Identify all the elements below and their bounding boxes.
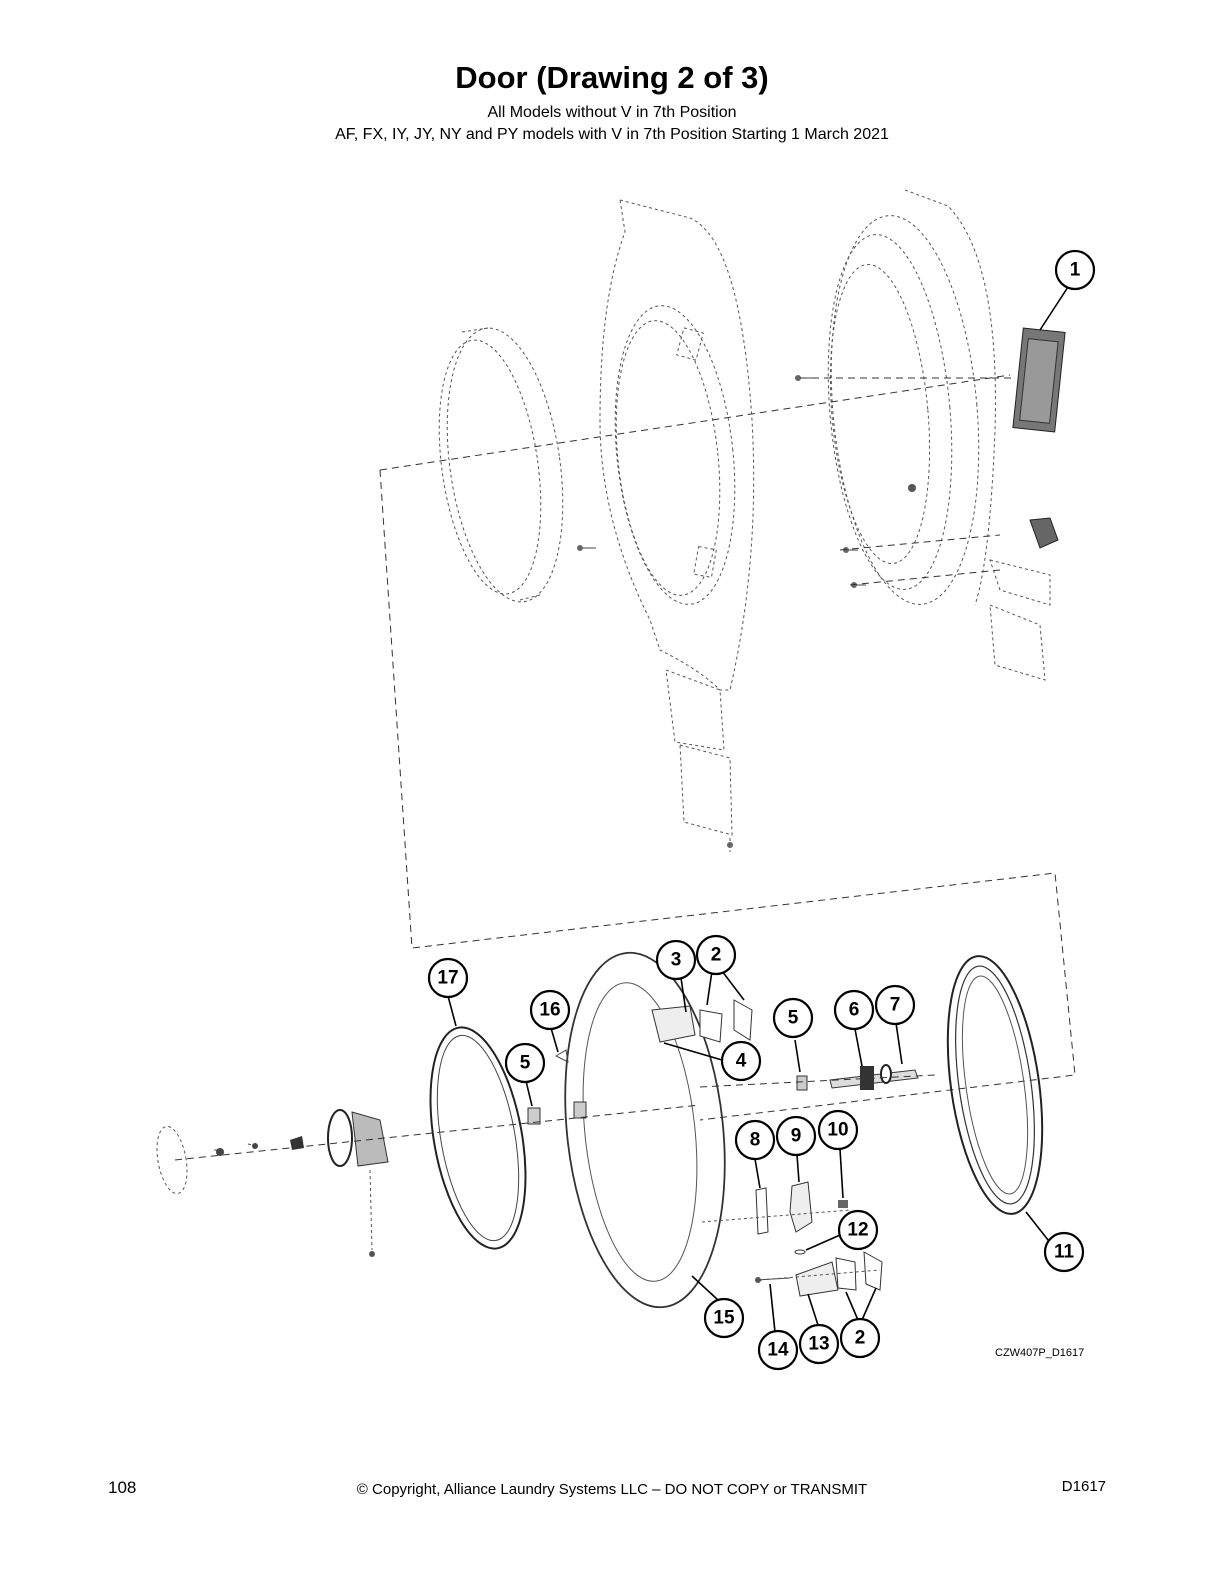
- rear-panel-part: [827, 189, 1051, 681]
- copyright-notice: © Copyright, Alliance Laundry Systems LL…: [356, 1481, 868, 1498]
- subtitle-v-models: AF, FX, IY, JY, NY and PY models with V …: [335, 126, 889, 143]
- document-code: D1617: [1061, 1478, 1106, 1495]
- control-board-part: [1012, 327, 1066, 549]
- callout-15: 15: [703, 1297, 745, 1339]
- leader-lines: [447, 286, 1069, 1333]
- page-number: 108: [108, 1478, 137, 1497]
- callout-11: 11: [1043, 1231, 1085, 1273]
- door-ring-part: [564, 951, 726, 1309]
- callout-3: 3: [655, 939, 697, 981]
- svg-text:11: 11: [1054, 1242, 1075, 1263]
- bushing-parts: [527, 1049, 808, 1125]
- front-panel-part: [599, 199, 755, 852]
- svg-text:4: 4: [736, 1051, 747, 1072]
- callout-9: 9: [775, 1115, 817, 1157]
- outer-seal-ring-part: [946, 955, 1044, 1215]
- svg-text:9: 9: [791, 1126, 802, 1147]
- assembly-frame-line: [379, 374, 1076, 1121]
- svg-text:17: 17: [437, 968, 458, 989]
- callout-16: 16: [529, 989, 571, 1031]
- hinge-pin-part: [829, 1064, 919, 1090]
- callout-13: 13: [798, 1323, 840, 1365]
- callout-5-left: 5: [504, 1042, 546, 1084]
- svg-text:1: 1: [1070, 260, 1081, 281]
- svg-text:7: 7: [890, 995, 901, 1016]
- callout-6: 6: [833, 989, 875, 1031]
- inner-ring-part: [438, 327, 564, 603]
- door-gasket-ring-part: [429, 1026, 527, 1250]
- svg-text:3: 3: [671, 950, 682, 971]
- drawing-id: CZW407P_D1617: [995, 1347, 1084, 1359]
- svg-text:8: 8: [750, 1130, 761, 1151]
- svg-text:2: 2: [711, 945, 722, 966]
- door-hub-part: [327, 1109, 389, 1257]
- subtitle-models: All Models without V in 7th Position: [487, 104, 737, 121]
- callout-17: 17: [427, 957, 469, 999]
- callout-2-bottom: 2: [839, 1317, 881, 1359]
- callout-10: 10: [817, 1109, 859, 1151]
- callout-5-right: 5: [772, 997, 814, 1039]
- svg-text:16: 16: [539, 1000, 560, 1021]
- svg-text:2: 2: [855, 1328, 866, 1349]
- callout-8: 8: [734, 1119, 776, 1161]
- callout-2-top: 2: [695, 934, 737, 976]
- hinge-plate-parts: [699, 999, 883, 1291]
- callout-14: 14: [757, 1329, 799, 1371]
- svg-text:10: 10: [827, 1120, 848, 1141]
- svg-text:5: 5: [788, 1008, 799, 1029]
- callout-1: 1: [1054, 249, 1096, 291]
- svg-text:13: 13: [808, 1334, 829, 1355]
- svg-text:5: 5: [520, 1053, 531, 1074]
- upper-screws: [577, 375, 916, 848]
- callout-4: 4: [720, 1040, 762, 1082]
- latch-parts: [755, 1181, 848, 1297]
- svg-text:12: 12: [847, 1220, 868, 1241]
- svg-text:14: 14: [767, 1340, 789, 1361]
- svg-text:6: 6: [849, 1000, 860, 1021]
- callout-7: 7: [874, 984, 916, 1026]
- callout-12: 12: [837, 1209, 879, 1251]
- hinge-axis-line: [174, 1074, 936, 1161]
- page-title: Door (Drawing 2 of 3): [455, 60, 769, 95]
- svg-text:15: 15: [713, 1308, 735, 1329]
